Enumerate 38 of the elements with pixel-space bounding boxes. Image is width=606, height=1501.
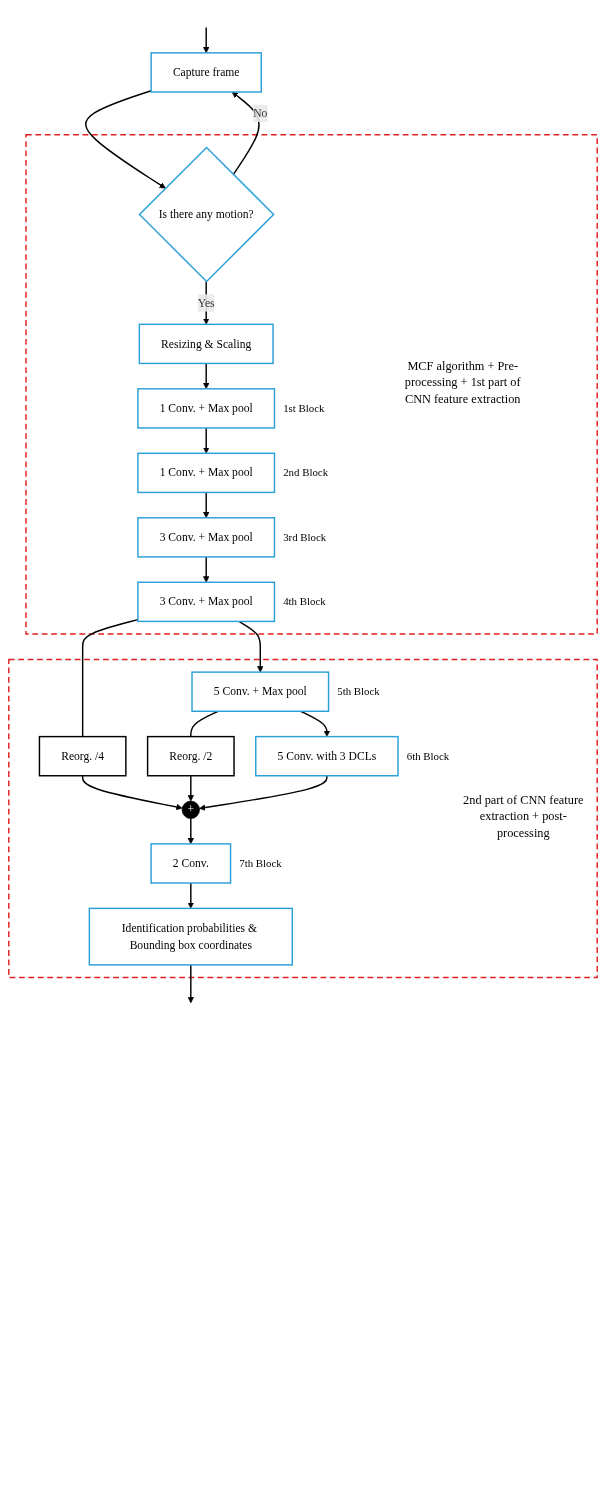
block-label: 3rd Block [283, 530, 327, 543]
process-box: 5 Conv. + Max pool [191, 671, 330, 712]
arrow [187, 817, 194, 845]
process-box: Capture frame [150, 52, 262, 93]
process-box: 2 Conv. [150, 843, 232, 884]
edge-label: No [253, 106, 268, 120]
block-label: 2nd Block [283, 466, 329, 479]
arrow [203, 556, 210, 583]
arrow [203, 26, 210, 54]
process-box: Reorg. /2 [146, 735, 235, 777]
process-box: 3 Conv. + Max pool [137, 517, 276, 558]
arrow [238, 620, 264, 673]
process-box: Resizing & Scaling [138, 323, 274, 365]
arrow [231, 91, 260, 176]
block-label: 5th Block [337, 685, 380, 698]
arrow [187, 882, 194, 909]
block-label: 7th Block [239, 857, 282, 870]
arrow [199, 775, 328, 811]
process-box: Reorg. /4 [38, 735, 127, 777]
decision-diamond: Is there any motion? [138, 146, 275, 283]
arrow [187, 775, 194, 802]
process-box: 5 Conv. with 3 DCLs [255, 735, 399, 777]
edge-label: Yes [197, 296, 215, 309]
arrow [203, 362, 210, 390]
arrow [299, 710, 331, 737]
block-label: 1st Block [283, 402, 325, 414]
sum-circle: + [181, 800, 200, 819]
arrow [203, 491, 210, 519]
arrow [81, 775, 183, 811]
block-label: 4th Block [283, 595, 326, 608]
arrow [203, 427, 210, 454]
arrow [85, 89, 166, 189]
arrow [187, 964, 194, 1004]
block-label: 6th Block [406, 749, 450, 762]
process-box: 1 Conv. + Max pool [137, 388, 276, 429]
process-box: Identification probabilities & Bounding box coordinates [88, 907, 293, 966]
process-box: 1 Conv. + Max pool [137, 452, 276, 494]
process-box: 3 Conv. + Max pool [137, 581, 276, 623]
